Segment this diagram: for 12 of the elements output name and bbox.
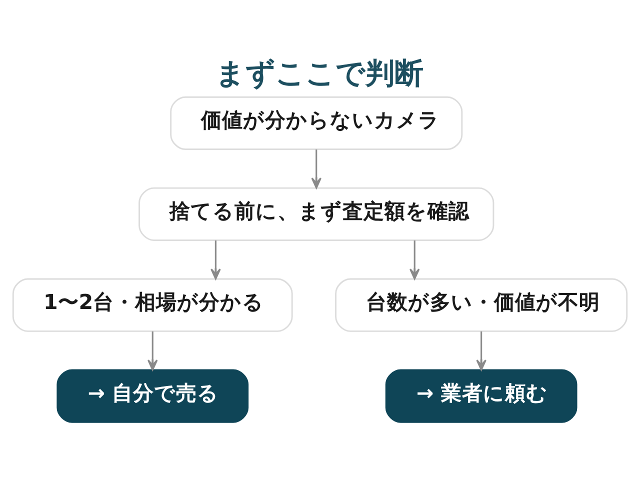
node-box: → 自分で売る (56, 369, 249, 423)
arrow (147, 331, 158, 371)
arrow (210, 240, 221, 280)
arrow (476, 331, 486, 371)
node-box: 台数が多い・価値が不明 (335, 278, 628, 332)
node-box: 1〜2台・相場が分かる (12, 278, 293, 332)
node-box: → 業者に頼む (385, 369, 578, 423)
arrow (409, 240, 420, 280)
node-box: 捨てる前に、まず査定額を確認 (138, 187, 494, 241)
node-box: 価値が分からないカメラ (170, 96, 463, 150)
diagram-title: まずここで判断 (216, 56, 424, 90)
arrow (311, 149, 322, 189)
